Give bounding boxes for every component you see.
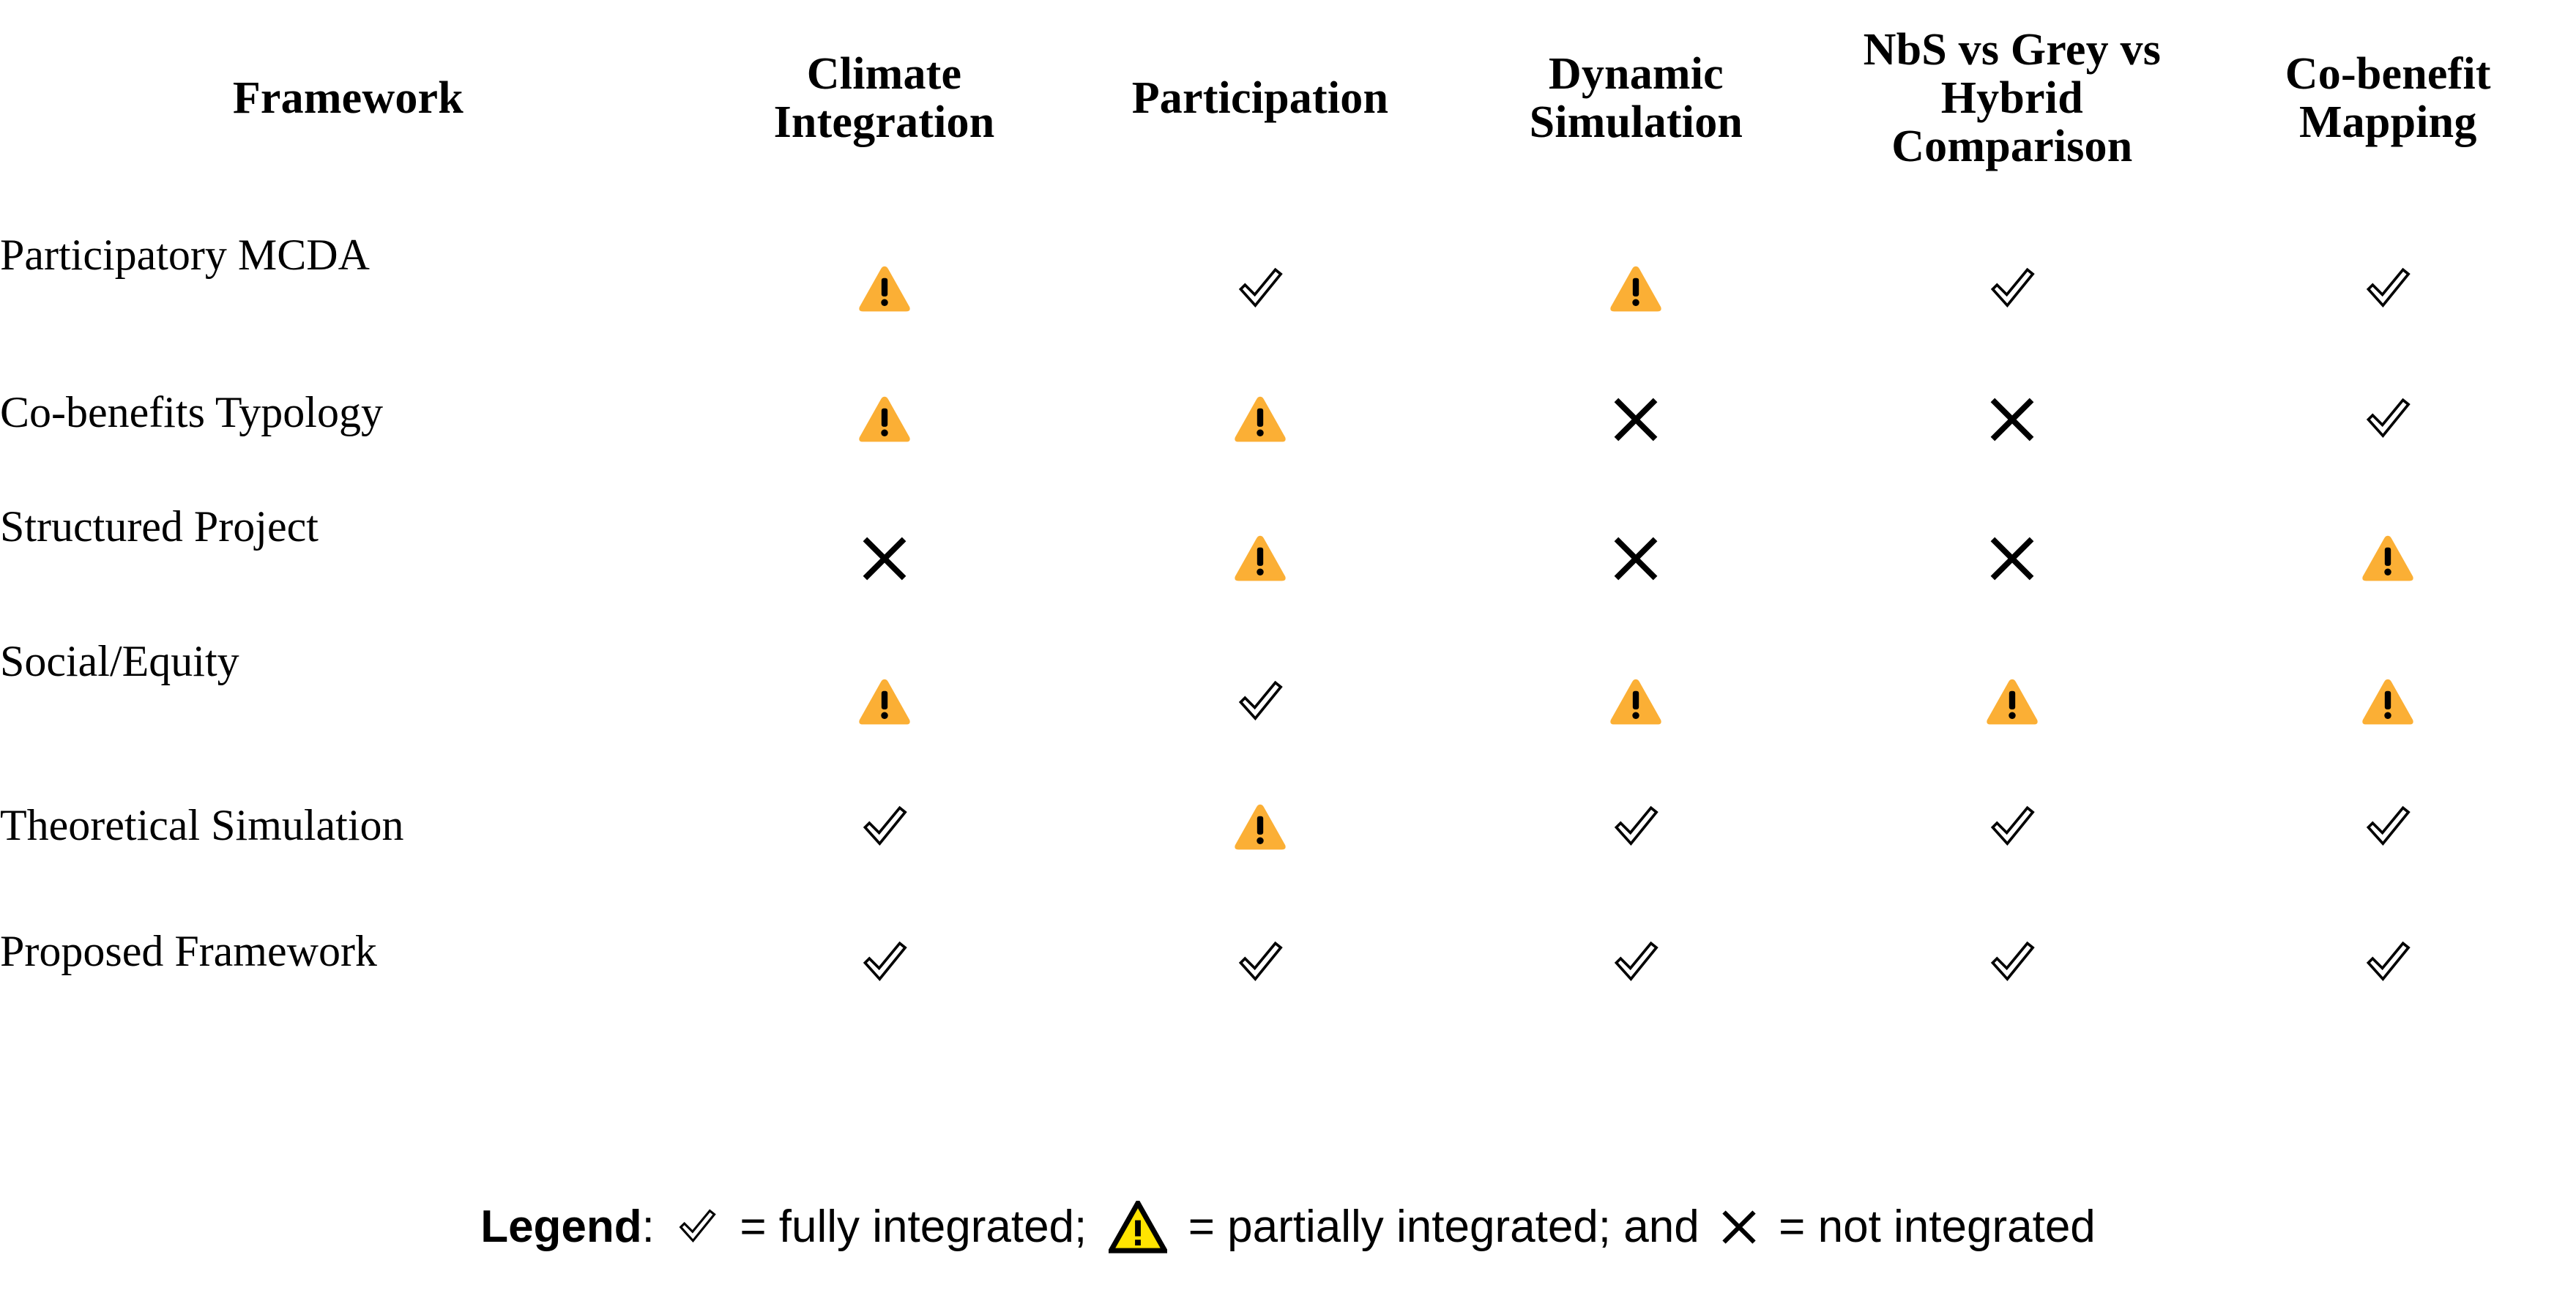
table-row: Theoretical Simulation bbox=[0, 761, 2576, 893]
row-label-structured-project: Structured Project bbox=[0, 502, 319, 551]
heavy-multiplication-x-icon bbox=[1719, 1207, 1759, 1247]
cell-status-none bbox=[696, 487, 1072, 604]
cell-status-partial bbox=[1072, 761, 1448, 893]
cell-status-full bbox=[1448, 893, 1824, 1018]
column-header-framework: Framework bbox=[232, 73, 464, 124]
legend-partial-text: = partially integrated; and bbox=[1188, 1201, 1700, 1252]
check-outline-icon bbox=[1985, 800, 2039, 854]
legend: Legend: = fully integrated; = partially … bbox=[0, 1201, 2576, 1253]
warning-triangle-icon bbox=[1607, 264, 1664, 315]
cell-status-full bbox=[696, 761, 1072, 893]
row-label-proposed-framework: Proposed Framework bbox=[0, 926, 377, 975]
check-outline-icon bbox=[2361, 800, 2415, 854]
heavy-multiplication-x-icon bbox=[1987, 533, 2038, 584]
legend-none-text: = not integrated bbox=[1779, 1201, 2096, 1252]
warning-triangle-icon bbox=[1232, 394, 1289, 445]
cell-status-full bbox=[1448, 761, 1824, 893]
legend-title: Legend bbox=[480, 1201, 642, 1252]
cell-status-partial bbox=[696, 604, 1072, 761]
legend-full-text: = fully integrated; bbox=[740, 1201, 1087, 1252]
heavy-multiplication-x-icon bbox=[1610, 533, 1661, 584]
cell-status-full bbox=[696, 893, 1072, 1018]
cell-status-full bbox=[2200, 198, 2576, 351]
cell-status-full bbox=[1072, 893, 1448, 1018]
warning-triangle-icon bbox=[1232, 802, 1289, 853]
warning-triangle-icon bbox=[1232, 533, 1289, 584]
check-outline-icon bbox=[1233, 262, 1287, 316]
check-outline-icon bbox=[1233, 936, 1287, 990]
table-row: Structured Project bbox=[0, 487, 2576, 604]
check-outline-icon bbox=[2361, 936, 2415, 990]
heavy-multiplication-x-icon bbox=[1987, 394, 2038, 445]
column-header-participation: Participation bbox=[1131, 73, 1389, 124]
cell-status-partial bbox=[2200, 487, 2576, 604]
cell-status-full bbox=[1824, 198, 2200, 351]
cell-status-full bbox=[2200, 893, 2576, 1018]
table-row: Co-benefits Typology bbox=[0, 351, 2576, 487]
row-label-theoretical-simulation: Theoretical Simulation bbox=[0, 800, 404, 849]
row-label-participatory-mcda: Participatory MCDA bbox=[0, 230, 370, 279]
row-label-co-benefits-typology: Co-benefits Typology bbox=[0, 388, 383, 437]
cell-status-partial bbox=[1072, 487, 1448, 604]
warning-triangle-icon bbox=[856, 264, 913, 315]
check-outline-icon bbox=[674, 1204, 720, 1250]
warning-triangle-icon bbox=[1607, 677, 1664, 728]
warning-triangle-icon bbox=[2359, 677, 2416, 728]
check-outline-icon bbox=[1985, 936, 2039, 990]
cell-status-none bbox=[1824, 351, 2200, 487]
cell-status-none bbox=[1824, 487, 2200, 604]
cell-status-full bbox=[1072, 198, 1448, 351]
check-outline-icon bbox=[2361, 262, 2415, 316]
cell-status-none bbox=[1448, 351, 1824, 487]
column-header-nbs: NbS vs Grey vs Hybrid Comparison bbox=[1863, 25, 2162, 171]
warning-triangle-icon bbox=[856, 677, 913, 728]
cell-status-full bbox=[1824, 761, 2200, 893]
check-outline-icon bbox=[1609, 800, 1663, 854]
check-outline-icon bbox=[1609, 936, 1663, 990]
check-outline-icon bbox=[2361, 392, 2415, 447]
warning-triangle-icon bbox=[856, 394, 913, 445]
table-header-row: Framework Climate Integration Participat… bbox=[0, 0, 2576, 198]
cell-status-partial bbox=[2200, 604, 2576, 761]
column-header-cobenefit: Co-benefit Mapping bbox=[2285, 49, 2491, 147]
check-outline-icon bbox=[857, 936, 912, 990]
column-header-dynamic: Dynamic Simulation bbox=[1529, 49, 1743, 147]
table-row: Participatory MCDA bbox=[0, 198, 2576, 351]
cell-status-partial bbox=[1448, 604, 1824, 761]
warning-triangle-icon bbox=[2359, 533, 2416, 584]
table-row: Social/Equity bbox=[0, 604, 2576, 761]
framework-comparison-matrix: Framework Climate Integration Participat… bbox=[0, 0, 2576, 1018]
cell-status-full bbox=[2200, 761, 2576, 893]
cell-status-partial bbox=[1448, 198, 1824, 351]
legend-colon: : bbox=[641, 1201, 655, 1252]
warning-triangle-icon bbox=[1984, 677, 2041, 728]
cell-status-full bbox=[1072, 604, 1448, 761]
cell-status-none bbox=[1448, 487, 1824, 604]
cell-status-partial bbox=[1072, 351, 1448, 487]
cell-status-partial bbox=[696, 351, 1072, 487]
check-outline-icon bbox=[1985, 262, 2039, 316]
check-outline-icon bbox=[1233, 675, 1287, 729]
column-header-climate: Climate Integration bbox=[773, 49, 995, 147]
heavy-multiplication-x-icon bbox=[1610, 394, 1661, 445]
table-row: Proposed Framework bbox=[0, 893, 2576, 1018]
check-outline-icon bbox=[857, 800, 912, 854]
cell-status-partial bbox=[696, 198, 1072, 351]
row-label-social-equity: Social/Equity bbox=[0, 637, 239, 686]
cell-status-full bbox=[1824, 893, 2200, 1018]
warning-triangle-icon bbox=[1108, 1201, 1167, 1253]
cell-status-partial bbox=[1824, 604, 2200, 761]
heavy-multiplication-x-icon bbox=[859, 533, 910, 584]
table-body: Participatory MCDA Co-benefits Typology … bbox=[0, 198, 2576, 1018]
cell-status-full bbox=[2200, 351, 2576, 487]
